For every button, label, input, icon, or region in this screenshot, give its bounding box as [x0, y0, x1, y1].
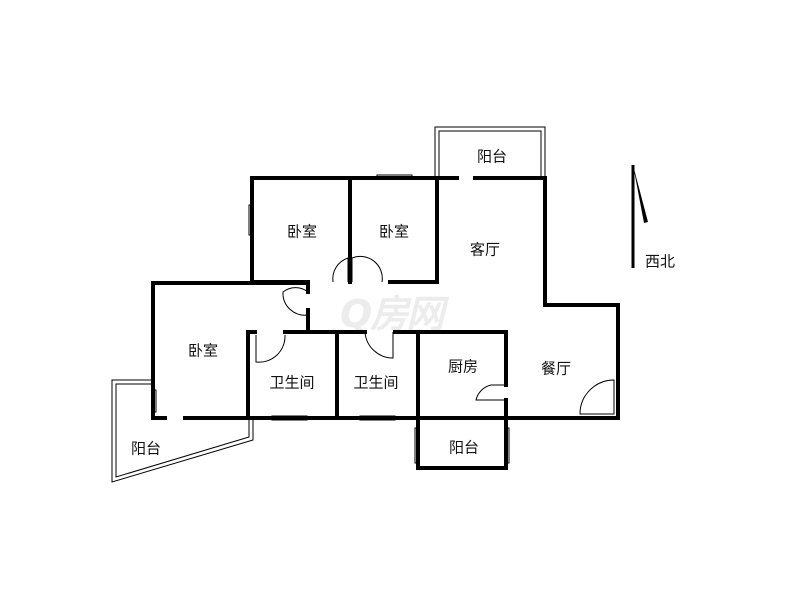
- walls: [151, 176, 620, 470]
- door-swing: [282, 287, 309, 316]
- room-label-balcony: 阳台: [448, 438, 480, 457]
- window: [359, 415, 396, 421]
- window: [376, 174, 413, 180]
- room-label-living-room: 客厅: [469, 240, 501, 259]
- window: [248, 204, 254, 236]
- wall: [246, 330, 508, 420]
- room-label-balcony: 阳台: [130, 439, 162, 458]
- door-swing: [364, 331, 394, 359]
- door-swing: [579, 379, 615, 415]
- door-swing: [255, 334, 286, 363]
- wall: [543, 176, 620, 420]
- room-label-bathroom: 卫生间: [269, 373, 315, 392]
- window: [504, 427, 510, 464]
- room-label-bathroom: 卫生间: [353, 373, 399, 392]
- window: [151, 389, 157, 413]
- room-label-bedroom: 卧室: [187, 341, 219, 360]
- compass-label: 西北: [644, 252, 676, 271]
- window: [271, 415, 308, 421]
- room-label-dining-room: 餐厅: [540, 359, 572, 378]
- compass-icon: [631, 165, 648, 268]
- wall: [416, 330, 508, 470]
- balcony-left-outline: [111, 379, 254, 483]
- door-swing: [351, 255, 383, 283]
- balcony-top-outline: [434, 126, 546, 178]
- watermark: Q房网: [340, 292, 444, 336]
- door-swing: [475, 384, 506, 401]
- compass-pointer: [633, 165, 648, 223]
- room-label-balcony: 阳台: [476, 147, 508, 166]
- door-swing: [332, 257, 349, 283]
- room-label-bedroom: 卧室: [378, 222, 410, 241]
- thin-lines: [111, 126, 615, 483]
- room-label-bedroom: 卧室: [286, 222, 318, 241]
- room-label-kitchen: 厨房: [447, 357, 479, 376]
- wall: [388, 176, 439, 284]
- window: [414, 427, 420, 464]
- wall: [151, 281, 310, 334]
